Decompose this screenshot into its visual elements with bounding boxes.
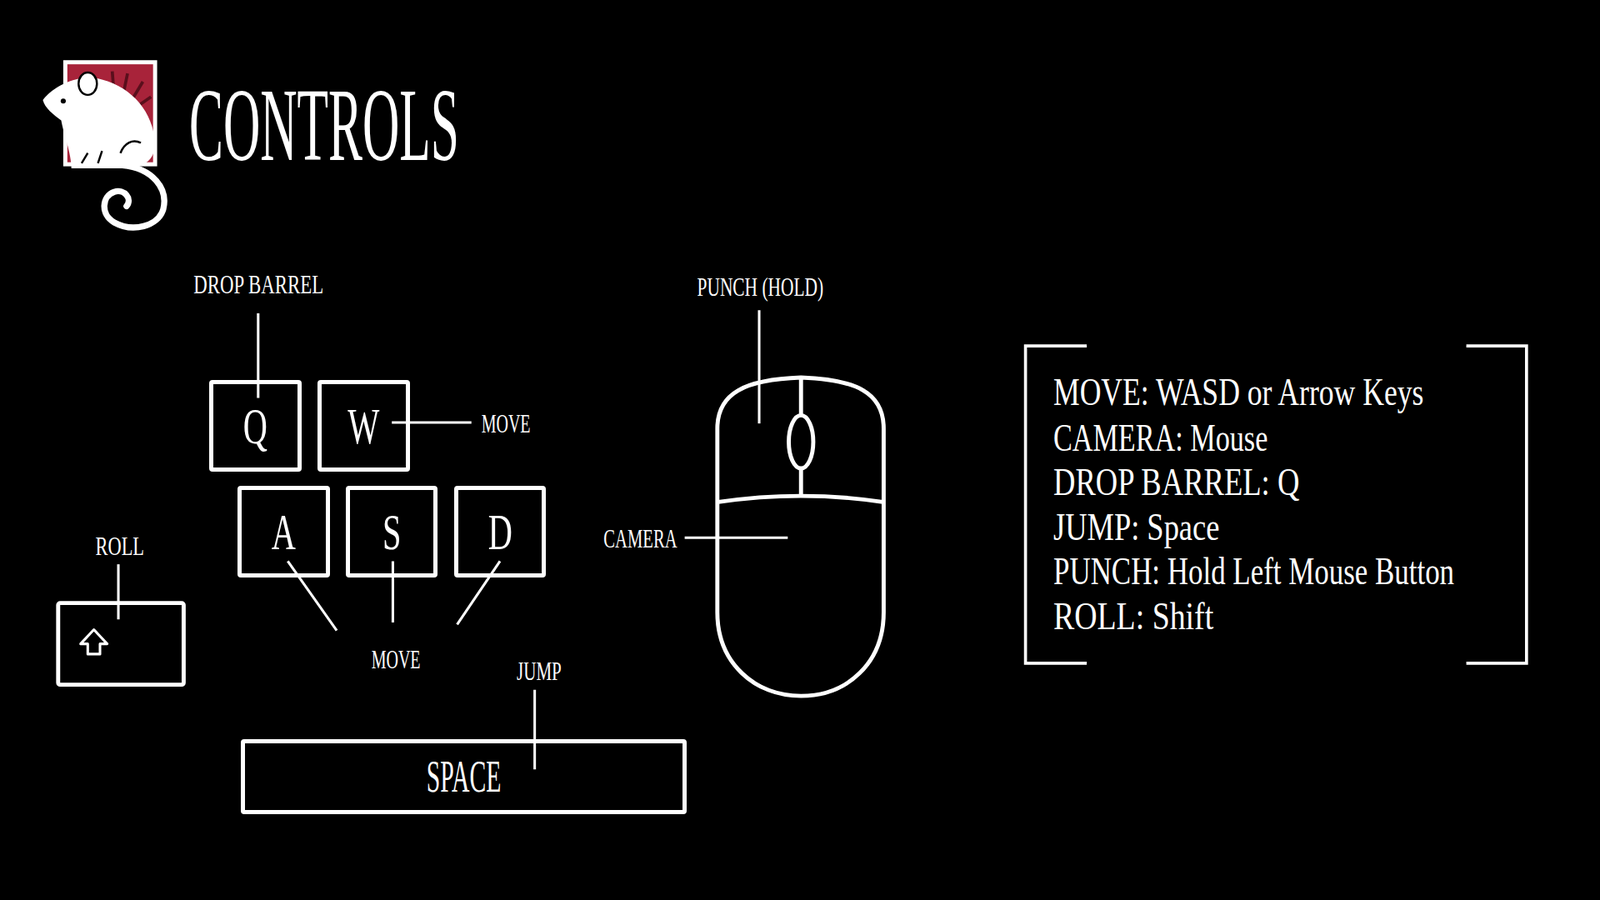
controls-list-line: MOVE: WASD or Arrow Keys <box>1053 371 1424 415</box>
rat-tail <box>104 165 165 228</box>
controls-list-line: PUNCH: Hold Left Mouse Button <box>1053 550 1455 594</box>
controls-list-line: DROP BARREL: Q <box>1053 461 1300 505</box>
rat-body <box>42 77 155 169</box>
control-label: MOVE <box>371 645 421 675</box>
shift-arrow <box>80 630 108 655</box>
leader-line <box>757 310 760 424</box>
mouse-split <box>799 378 804 415</box>
control-label: JUMP <box>516 656 562 686</box>
leader-line <box>533 690 536 770</box>
shift-key <box>58 603 185 685</box>
leader-line <box>117 564 120 620</box>
letter-key: S <box>345 485 438 578</box>
control-label: CAMERA <box>604 524 678 554</box>
leader-line <box>391 420 472 424</box>
rat-eye <box>60 98 66 104</box>
mouse-outline <box>717 377 885 696</box>
controls-list-line: ROLL: Shift <box>1053 595 1214 639</box>
key-label: D <box>487 505 512 558</box>
letter-key: W <box>317 380 410 472</box>
rat-icon <box>42 62 165 228</box>
key-label: S <box>382 505 401 558</box>
leader-line <box>256 313 260 399</box>
letter-key: Q <box>209 380 302 472</box>
control-label: ROLL <box>95 531 145 561</box>
leader-lines <box>118 310 788 770</box>
mouse <box>717 377 885 696</box>
rat-ear <box>78 72 97 95</box>
key-label: W <box>347 400 380 452</box>
key-label: Q <box>243 400 268 452</box>
key-label: SPACE <box>426 754 502 800</box>
shift-key-outline <box>58 603 185 685</box>
mouse-split <box>799 468 804 497</box>
bracket <box>1466 345 1527 664</box>
scroll-wheel <box>789 415 814 469</box>
letter-key: A <box>237 485 330 578</box>
brackets <box>1025 345 1527 664</box>
leader-line <box>457 560 500 625</box>
letter-key: D <box>454 485 546 578</box>
leader-line <box>391 560 395 622</box>
controls-list-line: CAMERA: Mouse <box>1053 417 1268 460</box>
control-label: PUNCH (HOLD) <box>696 272 824 302</box>
title: CONTROLS <box>189 69 460 183</box>
rat-lines <box>81 141 141 164</box>
control-label: DROP BARREL <box>193 270 324 300</box>
key-label: A <box>271 505 296 558</box>
controls-list-line: JUMP: Space <box>1053 506 1220 550</box>
control-label: MOVE <box>481 409 531 439</box>
leader-line <box>685 536 789 540</box>
space-key: SPACE <box>240 739 687 815</box>
